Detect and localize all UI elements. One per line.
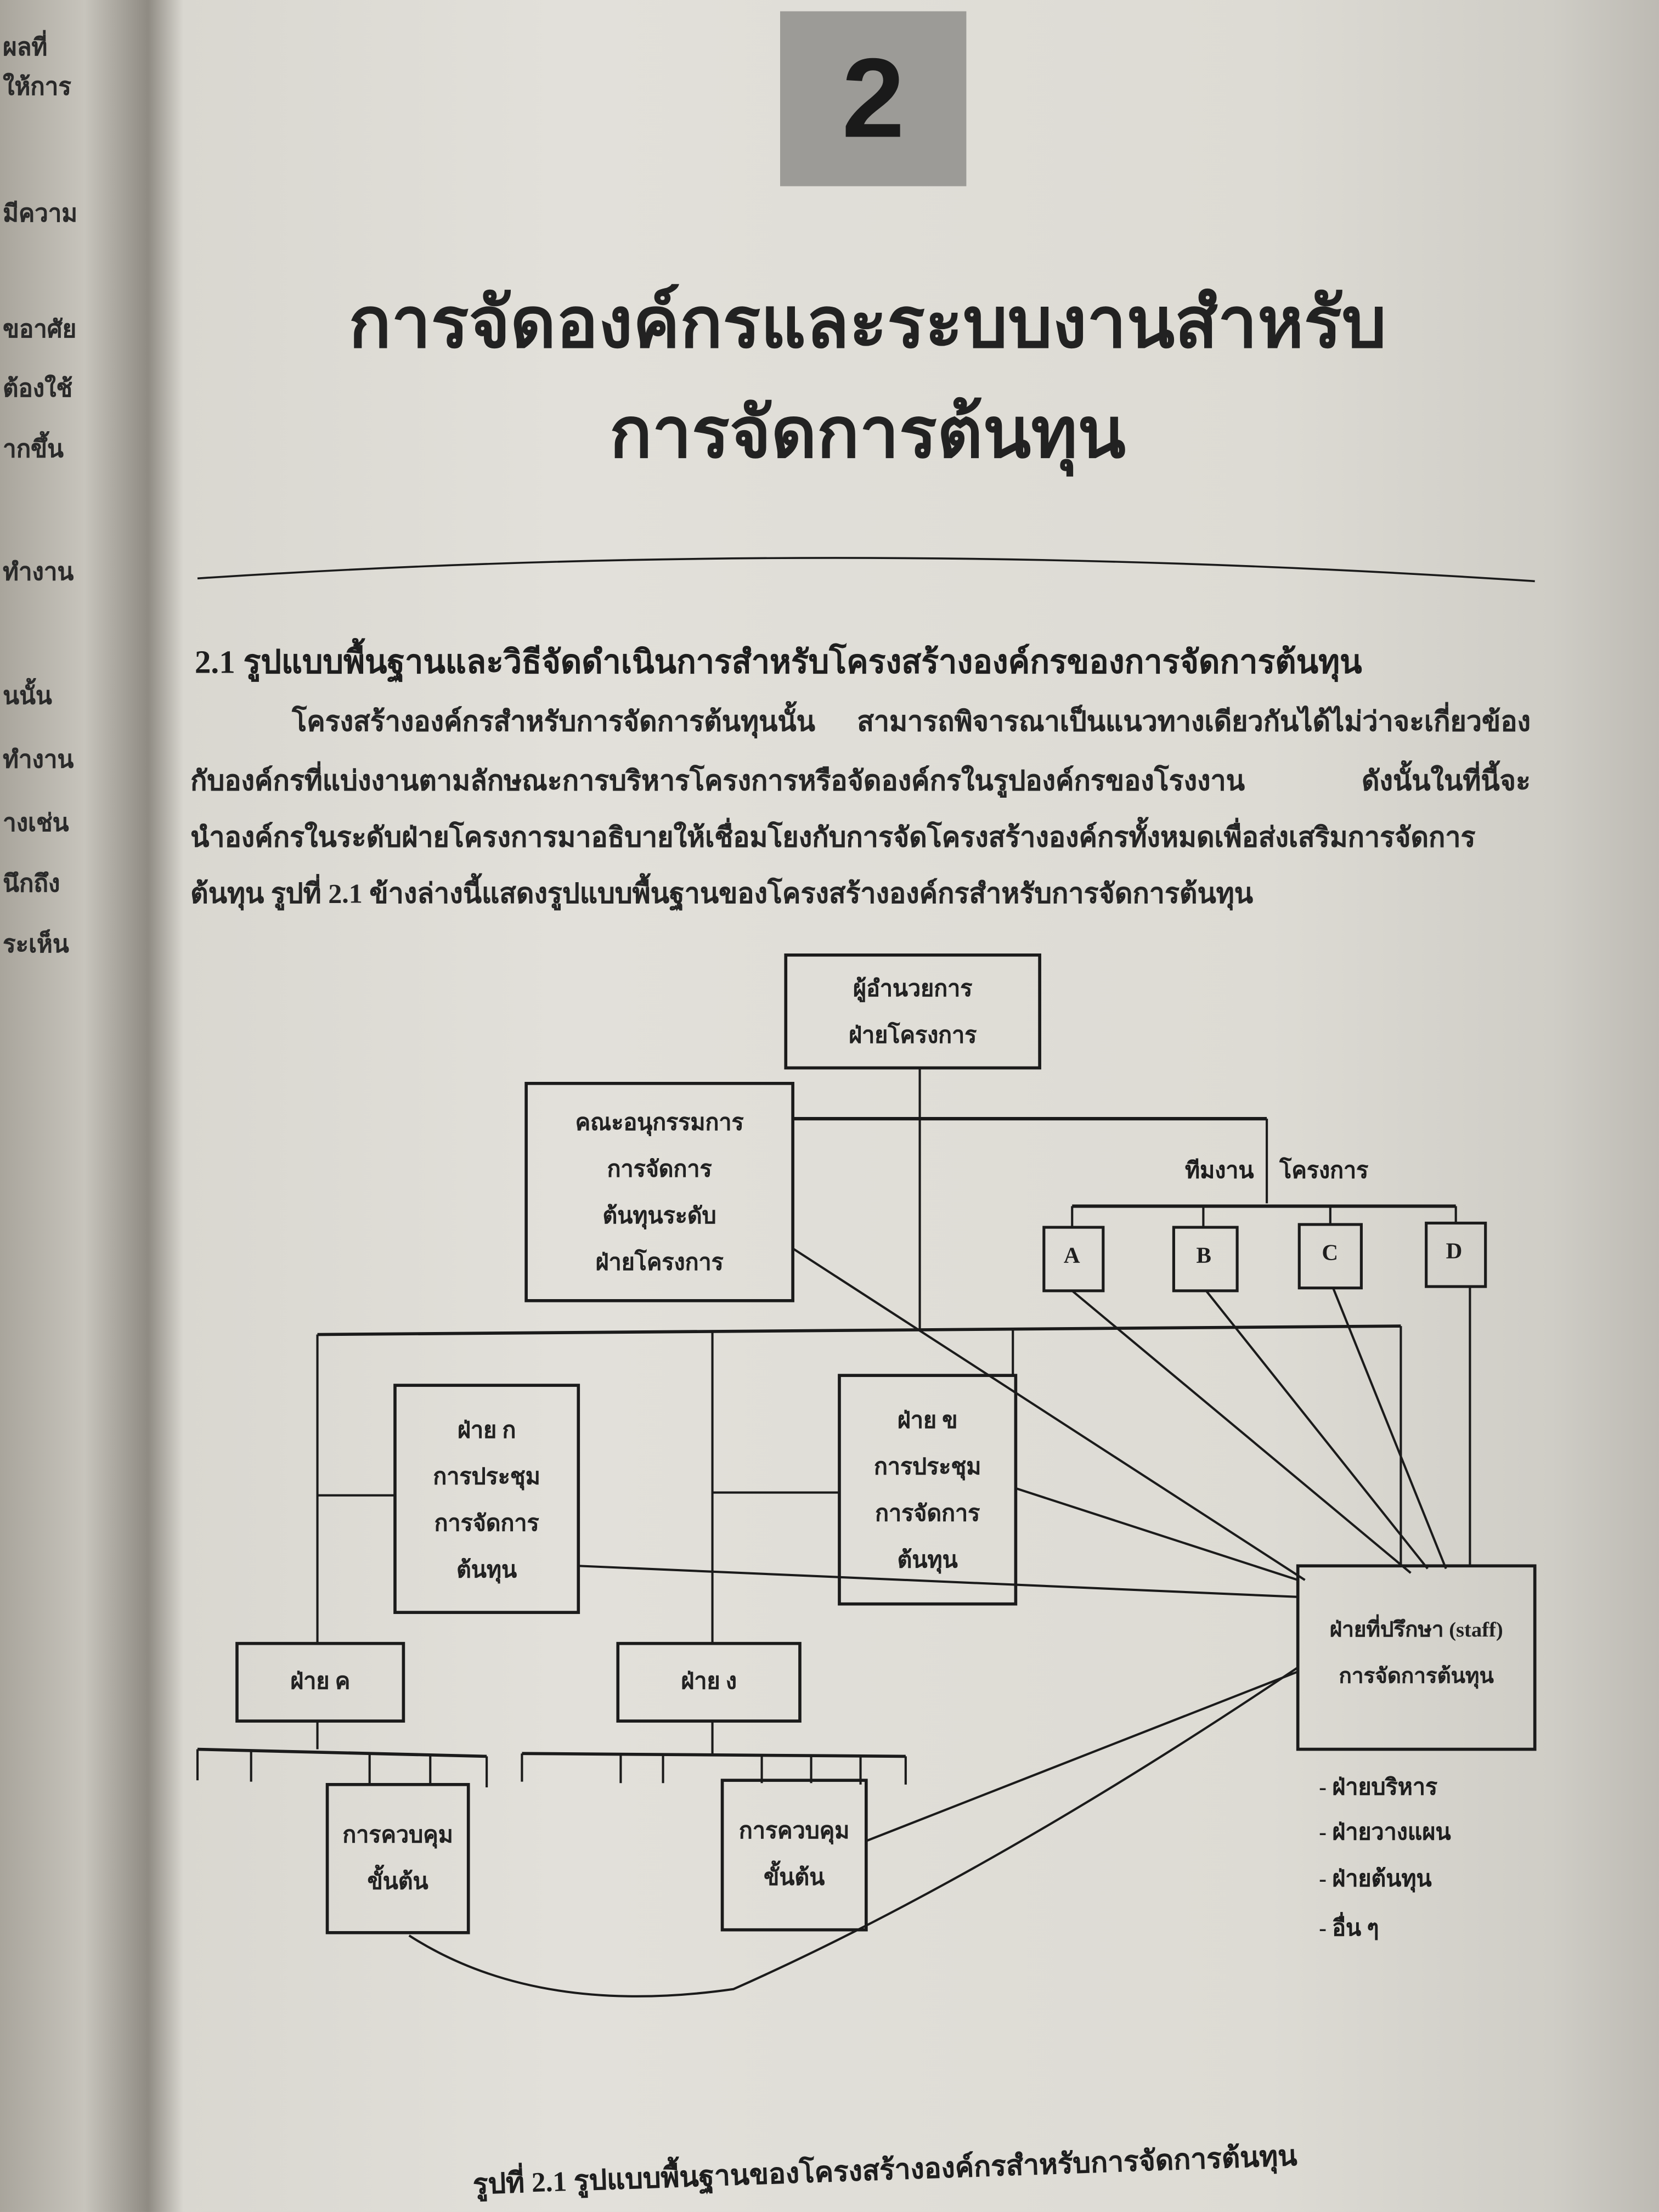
director-box <box>784 953 1041 1070</box>
left-page-fragment: ให้การ <box>3 73 71 100</box>
label-line: การจัดการ <box>875 1502 980 1527</box>
left-page-fragment: ต้องใช้ <box>3 375 73 402</box>
control-box-1 <box>325 1782 470 1934</box>
committee-box <box>524 1082 794 1302</box>
team-c-label: C <box>1322 1241 1339 1266</box>
staff-label: ฝ่ายที่ปรึกษา (staff) การจัดการต้นทุน <box>1298 1608 1535 1701</box>
committee-label: คณะอนุกรรมการ การจัดการ ต้นทุนระดับ ฝ่าย… <box>526 1101 793 1286</box>
staff-list-item: - ฝ่ายบริหาร <box>1319 1776 1438 1801</box>
label-line: ฝ่ายที่ปรึกษา (staff) <box>1329 1619 1503 1643</box>
division-c-label: ฝ่าย ค <box>290 1670 351 1695</box>
label-line: ต้นทุน <box>897 1549 958 1573</box>
control-label-1: การควบคุม ขั้นต้น <box>328 1813 469 1906</box>
label-line: ฝ่าย ก <box>457 1419 516 1443</box>
team-a-label: A <box>1063 1244 1080 1268</box>
chapter-number: 2 <box>780 11 967 187</box>
label-line: การจัดการ <box>434 1512 539 1537</box>
staff-list-item: - ฝ่ายวางแผน <box>1319 1821 1451 1846</box>
paragraph-line: นำองค์กรในระดับฝ่ายโครงการมาอธิบายให้เชื… <box>190 823 1476 854</box>
project-team-label-2: โครงการ <box>1279 1159 1369 1184</box>
label-line: ต้นทุน <box>456 1559 517 1583</box>
label-line: ต้นทุนระดับ <box>602 1204 716 1229</box>
staff-list-item: - อื่น ๆ <box>1319 1917 1379 1942</box>
left-page-fragment: ทำงาน <box>3 558 74 586</box>
paragraph-line: ต้นทุน รูปที่ 2.1 ข้างล่างนี้แสดงรูปแบบพ… <box>190 880 1254 910</box>
label-line: การควบคุม <box>342 1824 453 1848</box>
label-line: การจัดการต้นทุน <box>1339 1666 1494 1689</box>
left-page-fragment: มีความ <box>3 200 78 227</box>
title-rule <box>197 557 1535 583</box>
staff-list-item: - ฝ่ายต้นทุน <box>1319 1867 1432 1892</box>
left-page-fragment: ากขึ้น <box>3 436 64 463</box>
division-a-label: ฝ่าย ก การประชุม การจัดการ ต้นทุน <box>395 1408 578 1594</box>
label-line: ฝ่ายโครงการ <box>595 1251 724 1276</box>
control-label-2: การควบคุม ขั้นต้น <box>723 1809 866 1902</box>
left-page-fragment: ผลที่ <box>3 33 48 61</box>
label-line: การควบคุม <box>738 1820 850 1844</box>
paragraph-line: กับองค์กรที่แบ่งงานตามลักษณะการบริหารโคร… <box>190 767 1531 797</box>
paragraph-line: โครงสร้างองค์กรสำหรับการจัดการต้นทุนนั้น… <box>292 708 1531 738</box>
left-page-fragment: างเช่น <box>3 809 69 837</box>
left-page-fragment: ขอาศัย <box>3 315 77 343</box>
section-heading: 2.1 รูปแบบพื้นฐานและวิธีจัดดำเนินการสำหร… <box>194 645 1362 680</box>
team-b-box <box>1172 1226 1239 1293</box>
label-line: ฝ่าย ข <box>897 1409 958 1434</box>
division-b-label: ฝ่าย ข การประชุม การจัดการ ต้นทุน <box>839 1398 1015 1584</box>
division-d-label: ฝ่าย ง <box>681 1670 737 1695</box>
label-line: การจัดการ <box>607 1158 712 1182</box>
left-page-fragment: นนั้น <box>3 682 52 710</box>
director-label: ผู้อำนวยการ ฝ่ายโครงการ <box>786 966 1040 1059</box>
team-b-label: B <box>1196 1244 1211 1268</box>
label-line: ขั้นต้น <box>764 1866 825 1891</box>
team-d-label: D <box>1446 1240 1463 1264</box>
label-line: ฝ่ายโครงการ <box>849 1024 977 1048</box>
staff-box <box>1296 1564 1537 1751</box>
division-c-box <box>235 1641 405 1723</box>
chapter-title-line: การจัดการต้นทุน <box>609 393 1126 473</box>
project-team-label-1: ทีมงาน <box>1184 1159 1254 1184</box>
chapter-title-line: การจัดองค์กรและระบบงานสำหรับ <box>348 283 1387 363</box>
left-page-fragment: นึกถึง <box>3 870 60 898</box>
control-box-2 <box>720 1779 868 1932</box>
division-d-box <box>616 1641 802 1723</box>
division-a-box <box>393 1384 580 1614</box>
label-line: การประชุม <box>873 1455 981 1480</box>
label-line: ขั้นต้น <box>367 1870 428 1895</box>
label-line: ผู้อำนวยการ <box>853 977 973 1002</box>
label-line: การประชุม <box>433 1465 540 1490</box>
left-page-fragment: ระเห็น <box>3 931 69 958</box>
label-line: คณะอนุกรรมการ <box>575 1111 744 1136</box>
left-page-fragment: ทำงาน <box>3 746 74 774</box>
division-b-box <box>838 1374 1018 1606</box>
